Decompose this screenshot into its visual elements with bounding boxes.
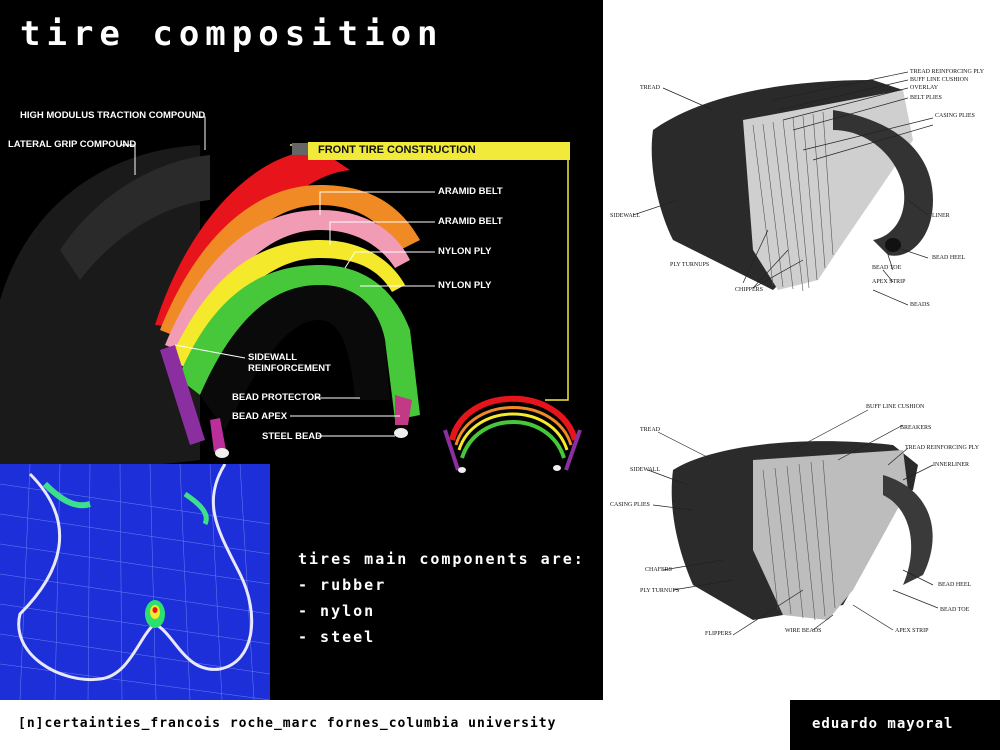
top-label-bead-toe: BEAD TOE [872,265,902,271]
top-label-tread: TREAD [640,85,660,91]
bottom-label-tread: TREAD [640,427,660,433]
bottom-label-casing-plies: CASING PLIES [610,502,650,508]
footer-credits-bar: [n]certainties_francois roche_marc forne… [0,700,790,750]
top-label-ply-turnups: PLY TURNUPS [670,262,710,268]
bottom-label-ply-turnups: PLY TURNUPS [640,588,680,594]
footer-author: eduardo mayoral [812,716,954,732]
top-label-belt-plies: BELT PLIES [910,95,942,101]
footer-credits: [n]certainties_francois roche_marc forne… [18,716,557,731]
bottom-label-flippers: FLIPPERS [705,631,732,637]
top-label-apex-strip: APEX STRIP [872,279,906,285]
top-label-beads: BEADS [910,302,930,308]
bottom-label-tread-reinforcing-ply: TREAD REINFORCING PLY [905,445,980,451]
label-nylon-ply-2: NYLON PLY [438,280,492,291]
bottom-label-bead-toe: BEAD TOE [940,607,970,613]
front-tire-construction-banner: FRONT TIRE CONSTRUCTION [308,142,570,160]
label-aramid-belt-1: ARAMID BELT [438,186,503,197]
label-bead-protector: BEAD PROTECTOR [232,392,322,403]
label-sidewall: SIDEWALL [248,352,298,363]
label-nylon-ply-1: NYLON PLY [438,246,492,257]
top-label-bead-heel: BEAD HEEL [932,255,966,261]
page-title: tire composition [20,14,444,54]
component-rubber: - rubber [298,576,387,594]
label-high-modulus: HIGH MODULUS TRACTION COMPOUND [20,110,206,121]
tire-diagram-top [632,71,934,306]
top-label-overlay: OVERLAY [910,85,939,91]
tire-diagram-bottom [647,409,939,636]
top-label-chippers: CHIPPERS [735,287,764,293]
label-reinforcement: REINFORCEMENT [248,363,331,374]
label-bead-apex: BEAD APEX [232,411,288,422]
components-title: tires main components are: [298,550,585,568]
top-label-casing-plies: CASING PLIES [935,113,975,119]
top-label-liner: LINER [932,213,950,219]
bottom-label-bead-heel: BEAD HEEL [938,582,972,588]
label-lateral-grip: LATERAL GRIP COMPOUND [8,139,137,150]
bottom-label-sidewall: SIDEWALL [630,467,660,473]
top-label-tread-reinforcing-ply: TREAD REINFORCING PLY [910,69,985,75]
bottom-label-chafers: CHAFERS [645,567,673,573]
bottom-label-apex-strip: APEX STRIP [895,628,929,634]
bottom-label-wire-beads: WIRE BEADS [785,628,822,634]
bottom-label-innerliner: INNERLINER [933,462,969,468]
fem-stress-analysis-image [0,464,270,700]
bottom-label-buff-line-cushion: BUFF LINE CUSHION [866,404,925,410]
footer-author-bar: eduardo mayoral [798,700,1000,750]
label-steel-bead: STEEL BEAD [262,431,323,442]
bottom-label-breakers: BREAKERS [900,425,932,431]
label-aramid-belt-2: ARAMID BELT [438,216,503,227]
component-nylon: - nylon [298,602,376,620]
component-steel: - steel [298,628,376,646]
top-label-sidewall: SIDEWALL [610,213,640,219]
top-label-buff-line-cushion: BUFF LINE CUSHION [910,77,969,83]
